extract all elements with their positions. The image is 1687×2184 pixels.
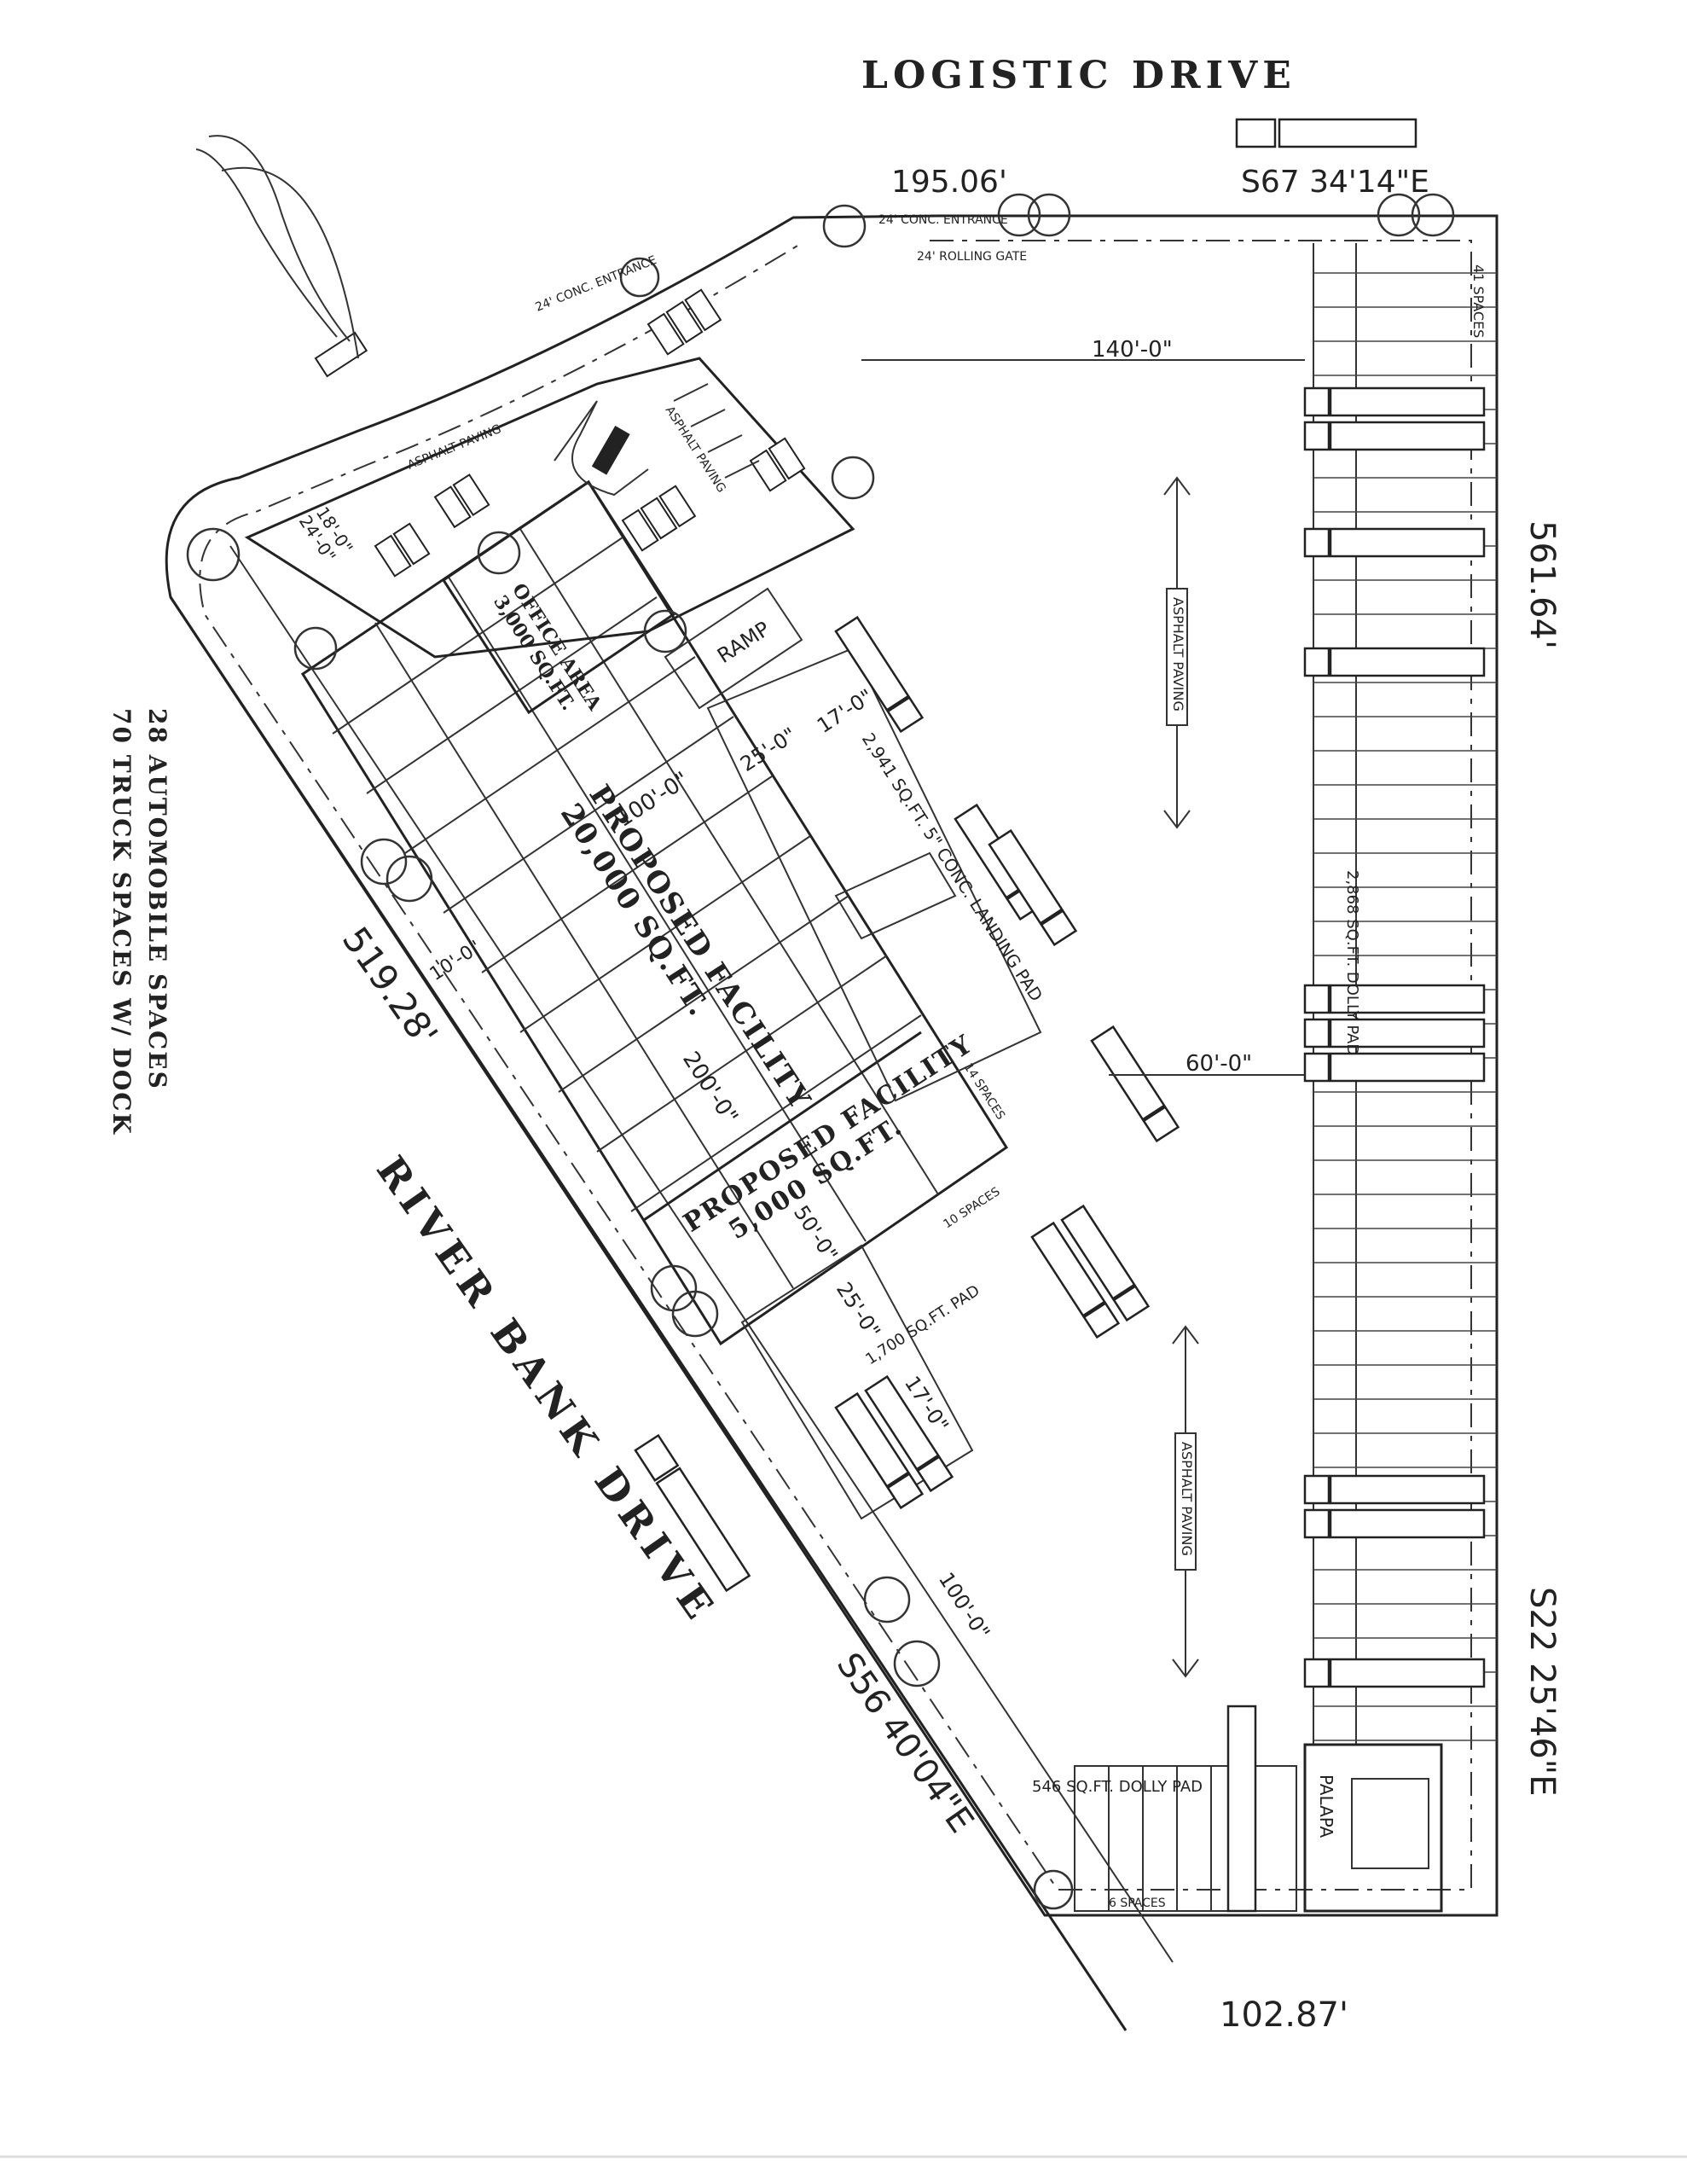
trees [186, 193, 1455, 1910]
conc-entrance-west: 24' CONC. ENTRANCE [534, 253, 659, 315]
dim-10: 10'-0" [426, 937, 485, 985]
pad-1700 [740, 1244, 974, 1520]
office-area-box [441, 479, 676, 715]
logistic-drive-truck [1235, 118, 1417, 148]
asphalt-paving-label-2: ASPHALT PAVING [1179, 1442, 1195, 1556]
office-label: OFFICE AREA 3,000 SQ.FT. [489, 579, 606, 715]
rolling-gate: 24' ROLLING GATE [917, 250, 1027, 264]
legend-truck-spaces: 70 TRUCK SPACES W/ DOCK [107, 708, 136, 1136]
legend: 28 AUTOMOBILE SPACES 70 TRUCK SPACES W/ … [107, 708, 171, 1136]
east-length-label: 561.64' [1522, 520, 1562, 649]
north-bearing-label: S67 34'14"E [1241, 165, 1429, 200]
dim-60: 60'-0" [1186, 1051, 1252, 1077]
dolly-pad-east: 2,868 SQ.FT. DOLLY PAD [1343, 870, 1361, 1055]
dim-50: 50'-0" [789, 1201, 843, 1266]
spaces-10: 10 SPACES [941, 1185, 1002, 1232]
docked-trucks [834, 615, 1180, 1510]
small-facility-name: PROPOSED FACILITY [678, 1029, 978, 1239]
dim-100b: 100'-0" [934, 1568, 994, 1644]
southwest-bearing-label: S56 40'04"E [829, 1646, 981, 1839]
north-length-label: 195.06' [891, 165, 1007, 200]
palapa: PALAPA [1303, 1743, 1443, 1913]
palapa-label: PALAPA [1316, 1774, 1336, 1838]
east-bearing-label: S22 25'46"E [1522, 1587, 1562, 1796]
car-top-left [314, 331, 368, 378]
dolly-pad-south: 546 SQ.FT. DOLLY PAD [1032, 1778, 1203, 1796]
dim-17a: 17'-0" [813, 684, 878, 738]
east-parked-trucks [1303, 386, 1486, 1688]
river-bank-road-edge-1 [169, 596, 1128, 2031]
conc-entrance-north: 24' CONC. ENTRANCE [878, 213, 1008, 227]
dim-140: 140'-0" [1092, 337, 1173, 363]
ramp-label: RAMP [713, 617, 774, 668]
legend-automobile-spaces: 28 AUTOMOBILE SPACES [143, 708, 171, 1090]
asphalt-paving-north: ASPHALT PAVING [1163, 476, 1191, 829]
main-building [300, 479, 1009, 1346]
landing-pad-east [706, 647, 1042, 1102]
asphalt-paving-label-1: ASPHALT PAVING [1170, 597, 1186, 712]
spaces-41: 41 SPACES [1470, 264, 1487, 338]
ramp: RAMP [664, 587, 803, 710]
property-boundary-inner-dash [199, 240, 1472, 1891]
spaces-6: 6 SPACES [1109, 1896, 1166, 1910]
north-parking-lot [244, 288, 855, 659]
asphalt-paving-lot-2: ASPHALT PAVING [663, 404, 728, 495]
asphalt-paving-south: ASPHALT PAVING [1172, 1325, 1199, 1678]
river-bank-road-edge-2 [229, 545, 1174, 1963]
south-parking [1074, 1705, 1297, 1913]
property-boundary [165, 214, 1499, 1917]
sketch-scribble [195, 135, 359, 359]
main-facility-label: PROPOSED FACILITY 20,000 SQ.FT. [554, 779, 818, 1116]
asphalt-paving-lot-1: ASPHALT PAVING [406, 422, 504, 473]
river-bank-truck [634, 1433, 751, 1593]
logistic-drive-label: LOGISTIC DRIVE [861, 54, 1296, 97]
dim-25b: 25'-0" [832, 1278, 885, 1343]
south-length-label: 102.87' [1220, 1995, 1348, 2035]
river-bank-drive-label: RIVER BANK DRIVE [368, 1147, 726, 1632]
